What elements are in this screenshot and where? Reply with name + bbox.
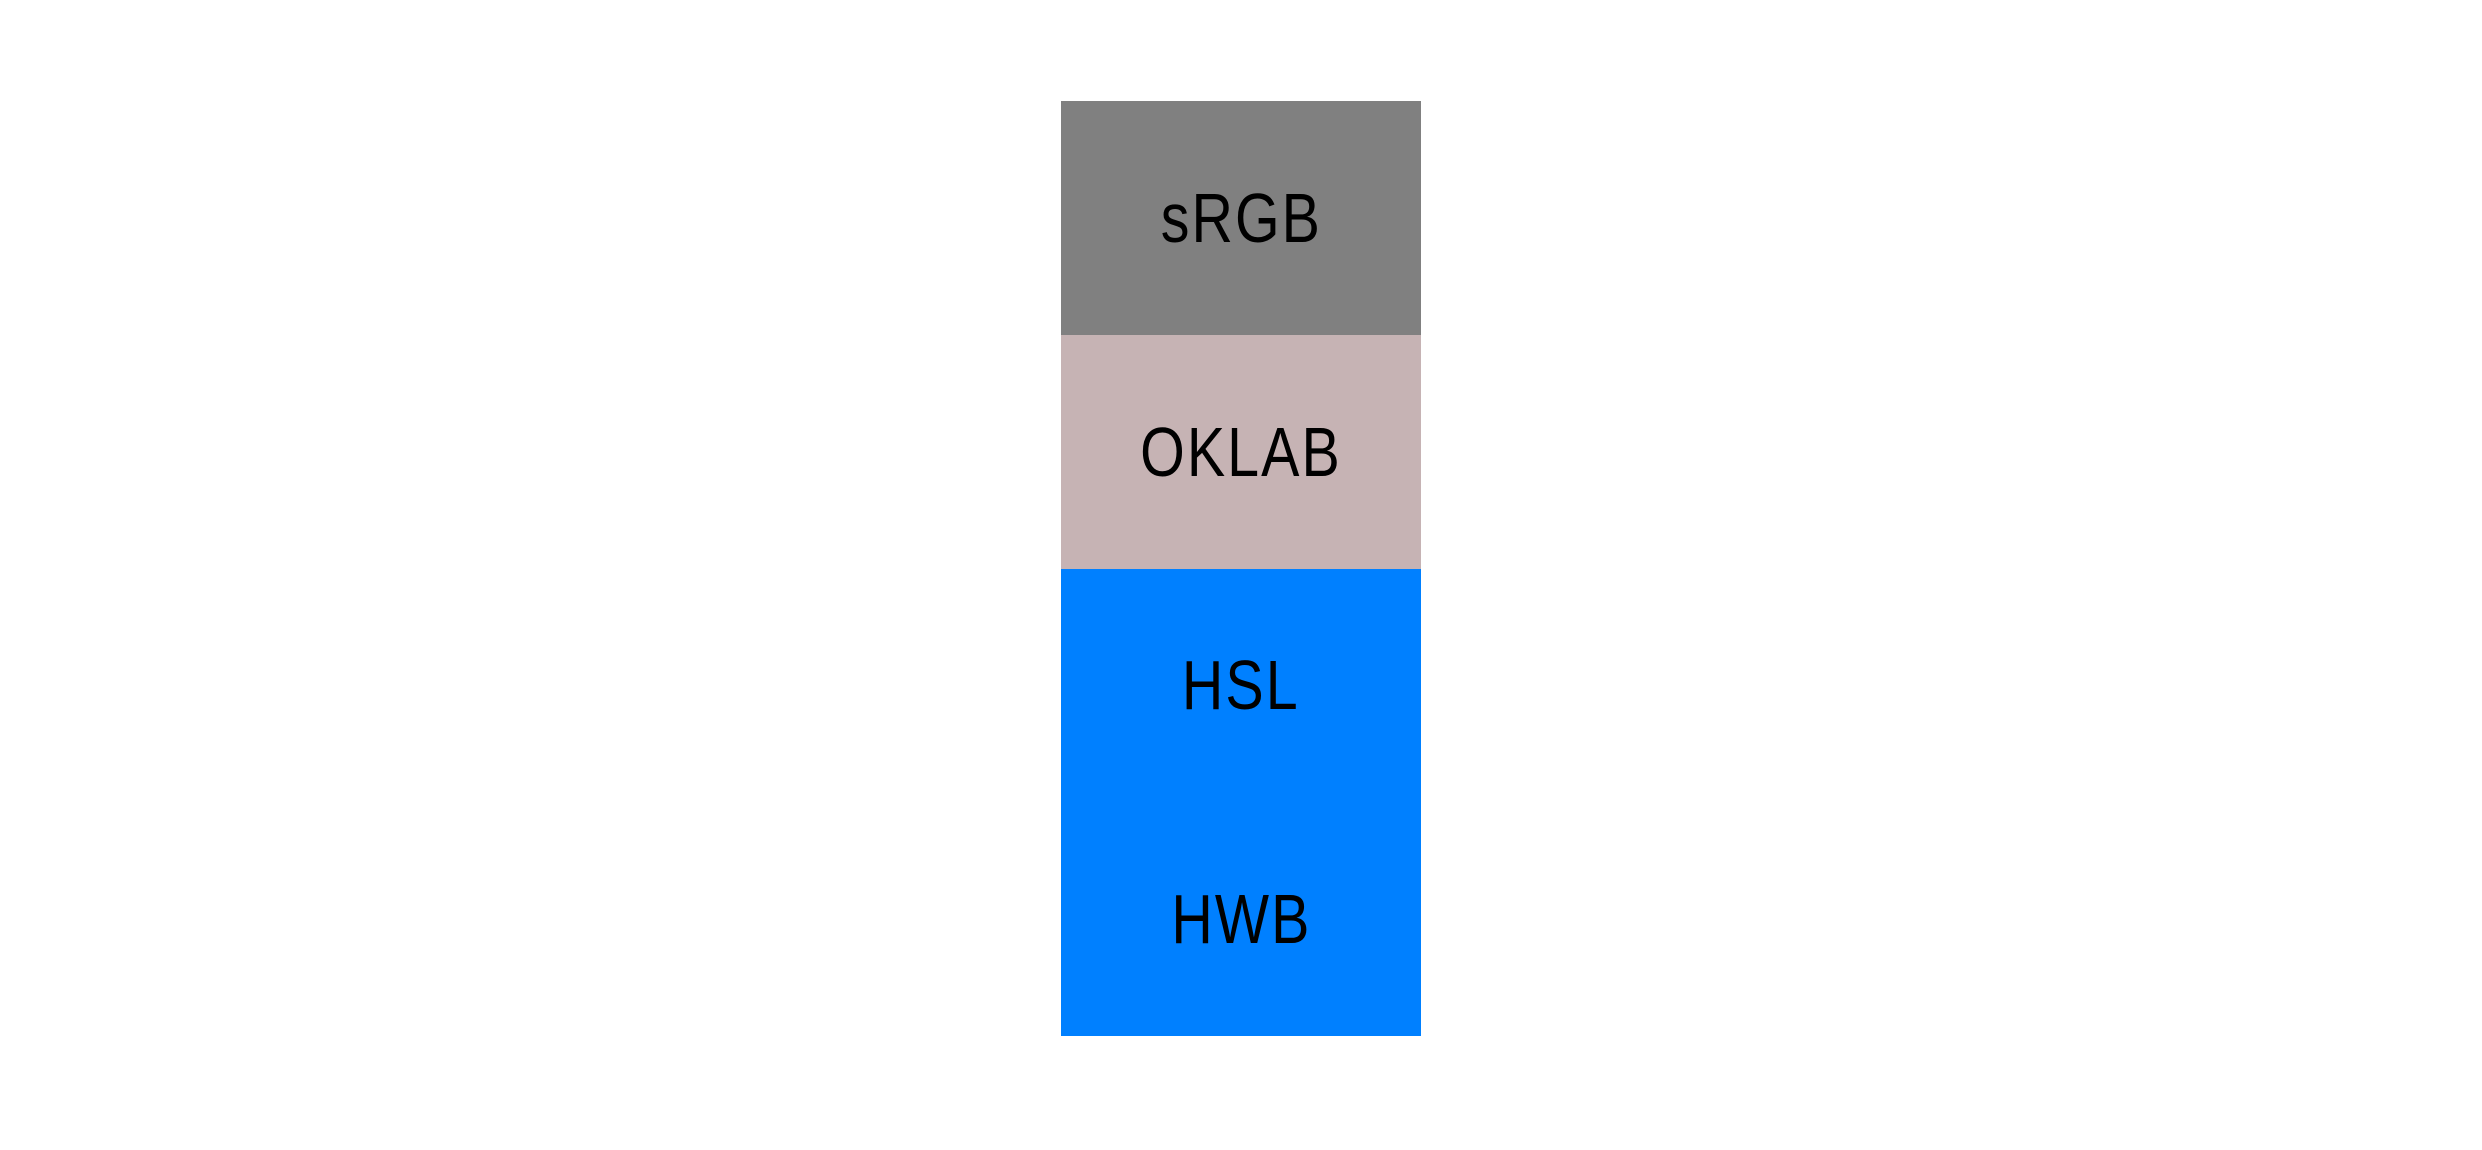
swatch-oklab: OKLAB bbox=[1061, 334, 1421, 569]
swatch-label-hsl: HSL bbox=[1182, 646, 1300, 725]
swatch-label-oklab: OKLAB bbox=[1140, 412, 1342, 491]
swatch-label-hwb: HWB bbox=[1170, 880, 1312, 959]
swatch-srgb: sRGB bbox=[1061, 101, 1421, 335]
swatch-stack: sRGB OKLAB HSL HWB bbox=[1061, 101, 1421, 1036]
swatch-hwb: HWB bbox=[1061, 802, 1421, 1036]
swatch-hsl: HSL bbox=[1061, 568, 1421, 803]
swatch-label-srgb: sRGB bbox=[1160, 178, 1322, 257]
